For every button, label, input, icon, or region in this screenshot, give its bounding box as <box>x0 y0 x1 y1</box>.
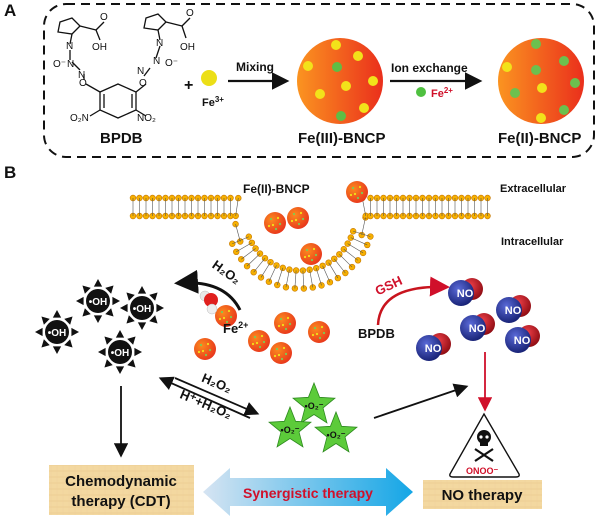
svg-text:•O₂⁻: •O₂⁻ <box>305 401 324 411</box>
no-molecule-icon: NO <box>448 278 483 306</box>
svg-text:NO: NO <box>457 288 474 300</box>
fe2-label-b: Fe2+ <box>223 320 248 336</box>
fenton-curved-arrow <box>174 269 242 311</box>
intracellular-label: Intracellular <box>501 236 564 248</box>
mixing-label: Mixing <box>236 60 274 74</box>
svg-text:N: N <box>153 56 160 67</box>
h2o2-top-label: H₂O₂ <box>210 257 244 287</box>
svg-text:NO₂: NO₂ <box>137 113 156 124</box>
bpdb-label-b: BPDB <box>358 326 395 341</box>
bpdb-label: BPDB <box>100 130 143 147</box>
forward-arrow <box>174 377 260 416</box>
svg-text:O⁻: O⁻ <box>53 59 66 70</box>
lipid-head <box>233 248 240 256</box>
cdt-line2: therapy (CDT) <box>71 493 170 510</box>
svg-text:O: O <box>186 8 194 19</box>
svg-text:•OH: •OH <box>89 297 108 308</box>
nanoparticle-group <box>194 181 368 364</box>
svg-text:•OH: •OH <box>133 304 152 315</box>
svg-text:•OH: •OH <box>48 328 67 339</box>
small-nanoparticle <box>270 342 292 364</box>
superoxide-star-icon: •O₂⁻ <box>268 405 312 448</box>
no-molecule-icon: NO <box>496 295 531 323</box>
fe3-bncp-particle <box>297 38 383 124</box>
no-molecule-icon: NO <box>505 325 540 353</box>
svg-text:NO: NO <box>514 335 531 347</box>
ion-exchange-label: Ion exchange <box>391 61 468 75</box>
lipid-head <box>245 233 253 240</box>
fe3-ion-dot <box>201 70 217 86</box>
backward-arrow <box>158 376 251 419</box>
fe2-label-a: Fe2+ <box>431 86 453 100</box>
toxic-warning-icon <box>449 412 520 478</box>
small-nanoparticle <box>346 181 368 203</box>
panel-b-label: B <box>4 163 16 182</box>
small-nanoparticle <box>248 330 270 352</box>
bpdb-structure <box>57 13 191 119</box>
fe3-label: Fe3+ <box>202 95 224 109</box>
no-molecule-group: NO NO NO NO NO <box>416 278 540 361</box>
svg-text:N: N <box>137 66 144 77</box>
hydroxyl-radical-icon: •OH <box>120 286 164 330</box>
no-molecule-icon: NO <box>460 313 495 341</box>
cell-membrane <box>129 194 491 292</box>
svg-text:•O₂⁻: •O₂⁻ <box>281 425 300 435</box>
svg-text:O: O <box>139 78 147 89</box>
onoo-label: ONOO⁻ <box>466 466 499 476</box>
hydroxyl-radical-icon: •OH <box>35 310 79 354</box>
superoxide-star-icon: •O₂⁻ <box>314 410 358 453</box>
fe2-bncp-label: Fe(II)-BNCP <box>498 130 581 147</box>
lipid-head <box>252 245 259 252</box>
superoxide-to-no-arrow <box>373 383 469 419</box>
svg-text:O⁻: O⁻ <box>165 58 178 69</box>
superoxide-star-icon: •O₂⁻ <box>292 381 336 424</box>
hydroxyl-radical-icon: •OH <box>98 330 142 374</box>
cdt-line1: Chemodynamic <box>65 473 177 490</box>
gsh-curved-arrow <box>376 276 450 326</box>
svg-text:NO: NO <box>425 343 442 355</box>
extracellular-label: Extracellular <box>500 183 567 195</box>
h2o2-molecule-icon <box>199 290 218 315</box>
fe2-bncp-particle <box>498 38 584 124</box>
svg-text:OH: OH <box>180 42 195 53</box>
no-therapy-label: NO therapy <box>442 487 524 504</box>
svg-text:N: N <box>67 59 74 70</box>
svg-text:O₂N: O₂N <box>70 113 89 124</box>
svg-text:N: N <box>156 38 163 49</box>
fe2-ion-dot <box>416 87 426 97</box>
small-nanoparticle <box>287 207 309 229</box>
svg-text:NO: NO <box>469 323 486 335</box>
small-nanoparticle <box>300 243 322 265</box>
svg-text:N: N <box>78 70 85 81</box>
no-molecule-icon: NO <box>416 333 451 361</box>
svg-text:N: N <box>66 41 73 52</box>
fe3-bncp-label: Fe(III)-BNCP <box>298 130 386 147</box>
no-therapy-box <box>423 480 542 509</box>
svg-text:•OH: •OH <box>111 348 130 359</box>
small-nanoparticle <box>264 212 286 234</box>
hydroxyl-radical-group: •OH •OH •OH •OH <box>35 279 164 374</box>
plus-sign: + <box>184 77 193 94</box>
synergistic-label: Synergistic therapy <box>243 485 373 501</box>
small-nanoparticle <box>308 321 330 343</box>
svg-text:OH: OH <box>92 42 107 53</box>
fe2-bncp-label-b: Fe(II)-BNCP <box>243 182 310 196</box>
svg-text:•O₂⁻: •O₂⁻ <box>327 430 346 440</box>
small-nanoparticle <box>194 338 216 360</box>
panel-a-label: A <box>4 1 16 20</box>
cdt-box <box>49 465 194 515</box>
small-nanoparticle <box>274 312 296 334</box>
svg-text:O: O <box>100 12 108 23</box>
synergistic-double-arrow <box>203 468 413 516</box>
superoxide-group: •O₂⁻ •O₂⁻ •O₂⁻ <box>268 381 358 453</box>
svg-text:NO: NO <box>505 305 522 317</box>
svg-text:O: O <box>79 78 87 89</box>
h2o2-forward-label: H₂O₂ <box>200 370 235 396</box>
hydroxyl-radical-icon: •OH <box>76 279 120 323</box>
lipid-head <box>248 239 256 247</box>
bpdb-atoms: O OH N N O⁻ N O O OH N N O⁻ N O O₂N NO₂ <box>53 8 195 124</box>
small-nanoparticle <box>215 305 237 327</box>
panel-a-frame <box>43 3 595 158</box>
